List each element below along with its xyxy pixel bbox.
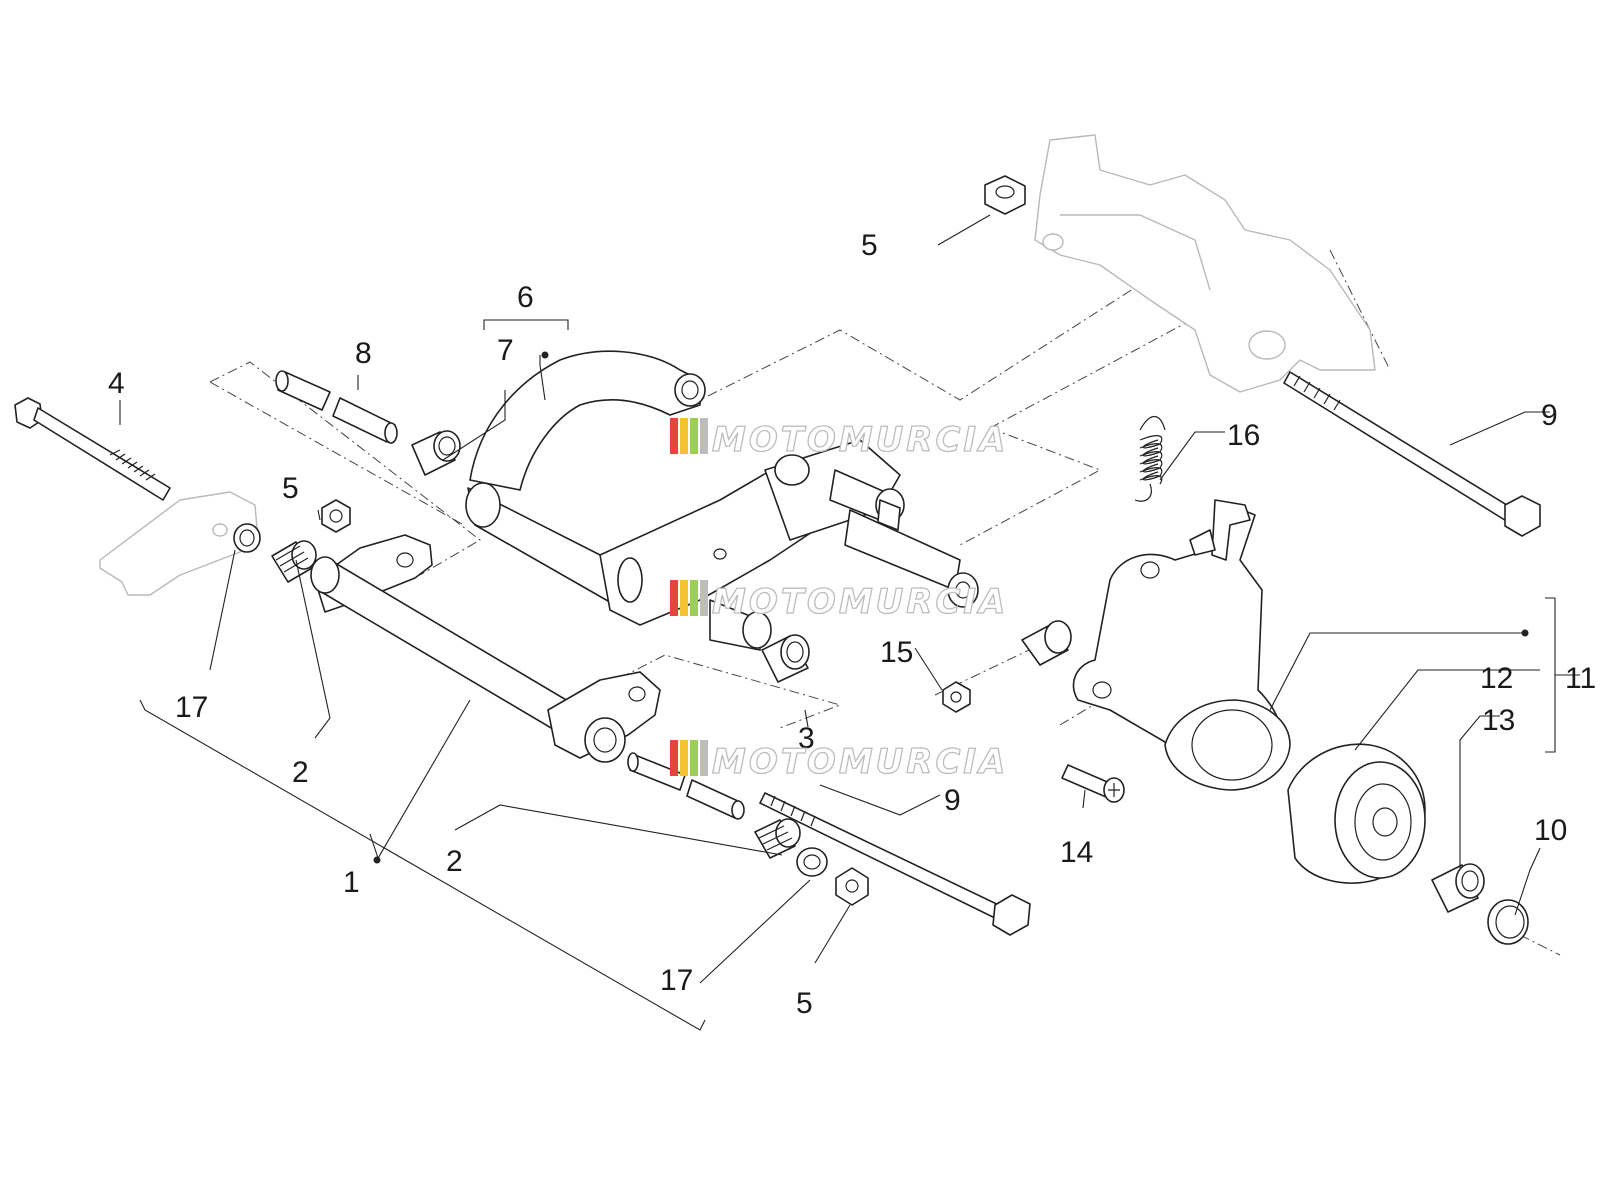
long-bolt-9-upper — [1283, 371, 1541, 537]
frame-mount-ghost — [99, 491, 259, 596]
callout-12: 12 — [1480, 662, 1513, 695]
callout-17b: 17 — [660, 964, 693, 997]
watermark-text-1: MOTOMURCIA — [712, 420, 1008, 460]
bushing-3 — [761, 634, 810, 683]
screw-14 — [1061, 764, 1125, 803]
callout-13: 13 — [1482, 704, 1515, 737]
swing-arm-1 — [310, 534, 661, 763]
callout-2a: 2 — [292, 756, 309, 789]
bushing-7 — [411, 430, 461, 476]
callout-16: 16 — [1227, 419, 1260, 452]
callout-5a: 5 — [861, 229, 878, 262]
watermark-2: MOTOMURCIA — [670, 580, 1008, 623]
leader-lines — [119, 214, 1580, 1031]
callout-15: 15 — [880, 636, 913, 669]
callout-labels: 1 2 2 3 4 5 5 5 6 7 8 9 9 10 11 12 13 14… — [108, 229, 1596, 1020]
callout-9b: 9 — [944, 784, 961, 817]
long-bolt-9-lower — [759, 792, 1031, 936]
bushing-17-lower — [796, 847, 828, 877]
nut-15 — [942, 681, 971, 713]
callout-7: 7 — [497, 334, 514, 367]
bushing-right — [1021, 620, 1072, 666]
watermark-text-3: MOTOMURCIA — [712, 742, 1008, 782]
bearing-2-lower — [754, 818, 801, 859]
frame-bracket-ghost — [1034, 134, 1376, 393]
callout-5b: 5 — [282, 472, 299, 505]
callout-8: 8 — [355, 337, 372, 370]
callout-9a: 9 — [1541, 399, 1558, 432]
watermark-text-2: MOTOMURCIA — [712, 582, 1008, 622]
bushing-13 — [1431, 863, 1485, 913]
callout-11: 11 — [1565, 662, 1596, 695]
watermark-1: MOTOMURCIA — [670, 418, 1008, 461]
pin-8 — [275, 370, 398, 444]
callout-2b: 2 — [446, 845, 463, 878]
callout-6: 6 — [517, 281, 534, 314]
callout-1: 1 — [343, 866, 360, 899]
long-bolt-4 — [14, 397, 171, 501]
callout-10: 10 — [1534, 814, 1567, 847]
callout-14: 14 — [1060, 836, 1093, 869]
swing-arm-6 — [465, 350, 979, 651]
nut-5-lower — [835, 867, 869, 906]
assembly-dots — [373, 351, 1529, 864]
callout-4: 4 — [108, 367, 125, 400]
nut-5-left — [321, 499, 351, 533]
pin-2-lower — [627, 752, 745, 820]
bearing-2-left — [271, 540, 317, 583]
bushing-17-left — [233, 523, 261, 553]
bracket-assembly-11 — [1072, 499, 1291, 791]
callout-3: 3 — [798, 722, 815, 755]
spring-16 — [1134, 415, 1166, 502]
circlip-10 — [1487, 899, 1529, 945]
callout-5c: 5 — [796, 987, 813, 1020]
watermark-3: MOTOMURCIA — [670, 740, 1008, 783]
roller-12 — [1287, 743, 1426, 884]
callout-17a: 17 — [175, 691, 208, 724]
nut-5-upper — [984, 175, 1026, 215]
